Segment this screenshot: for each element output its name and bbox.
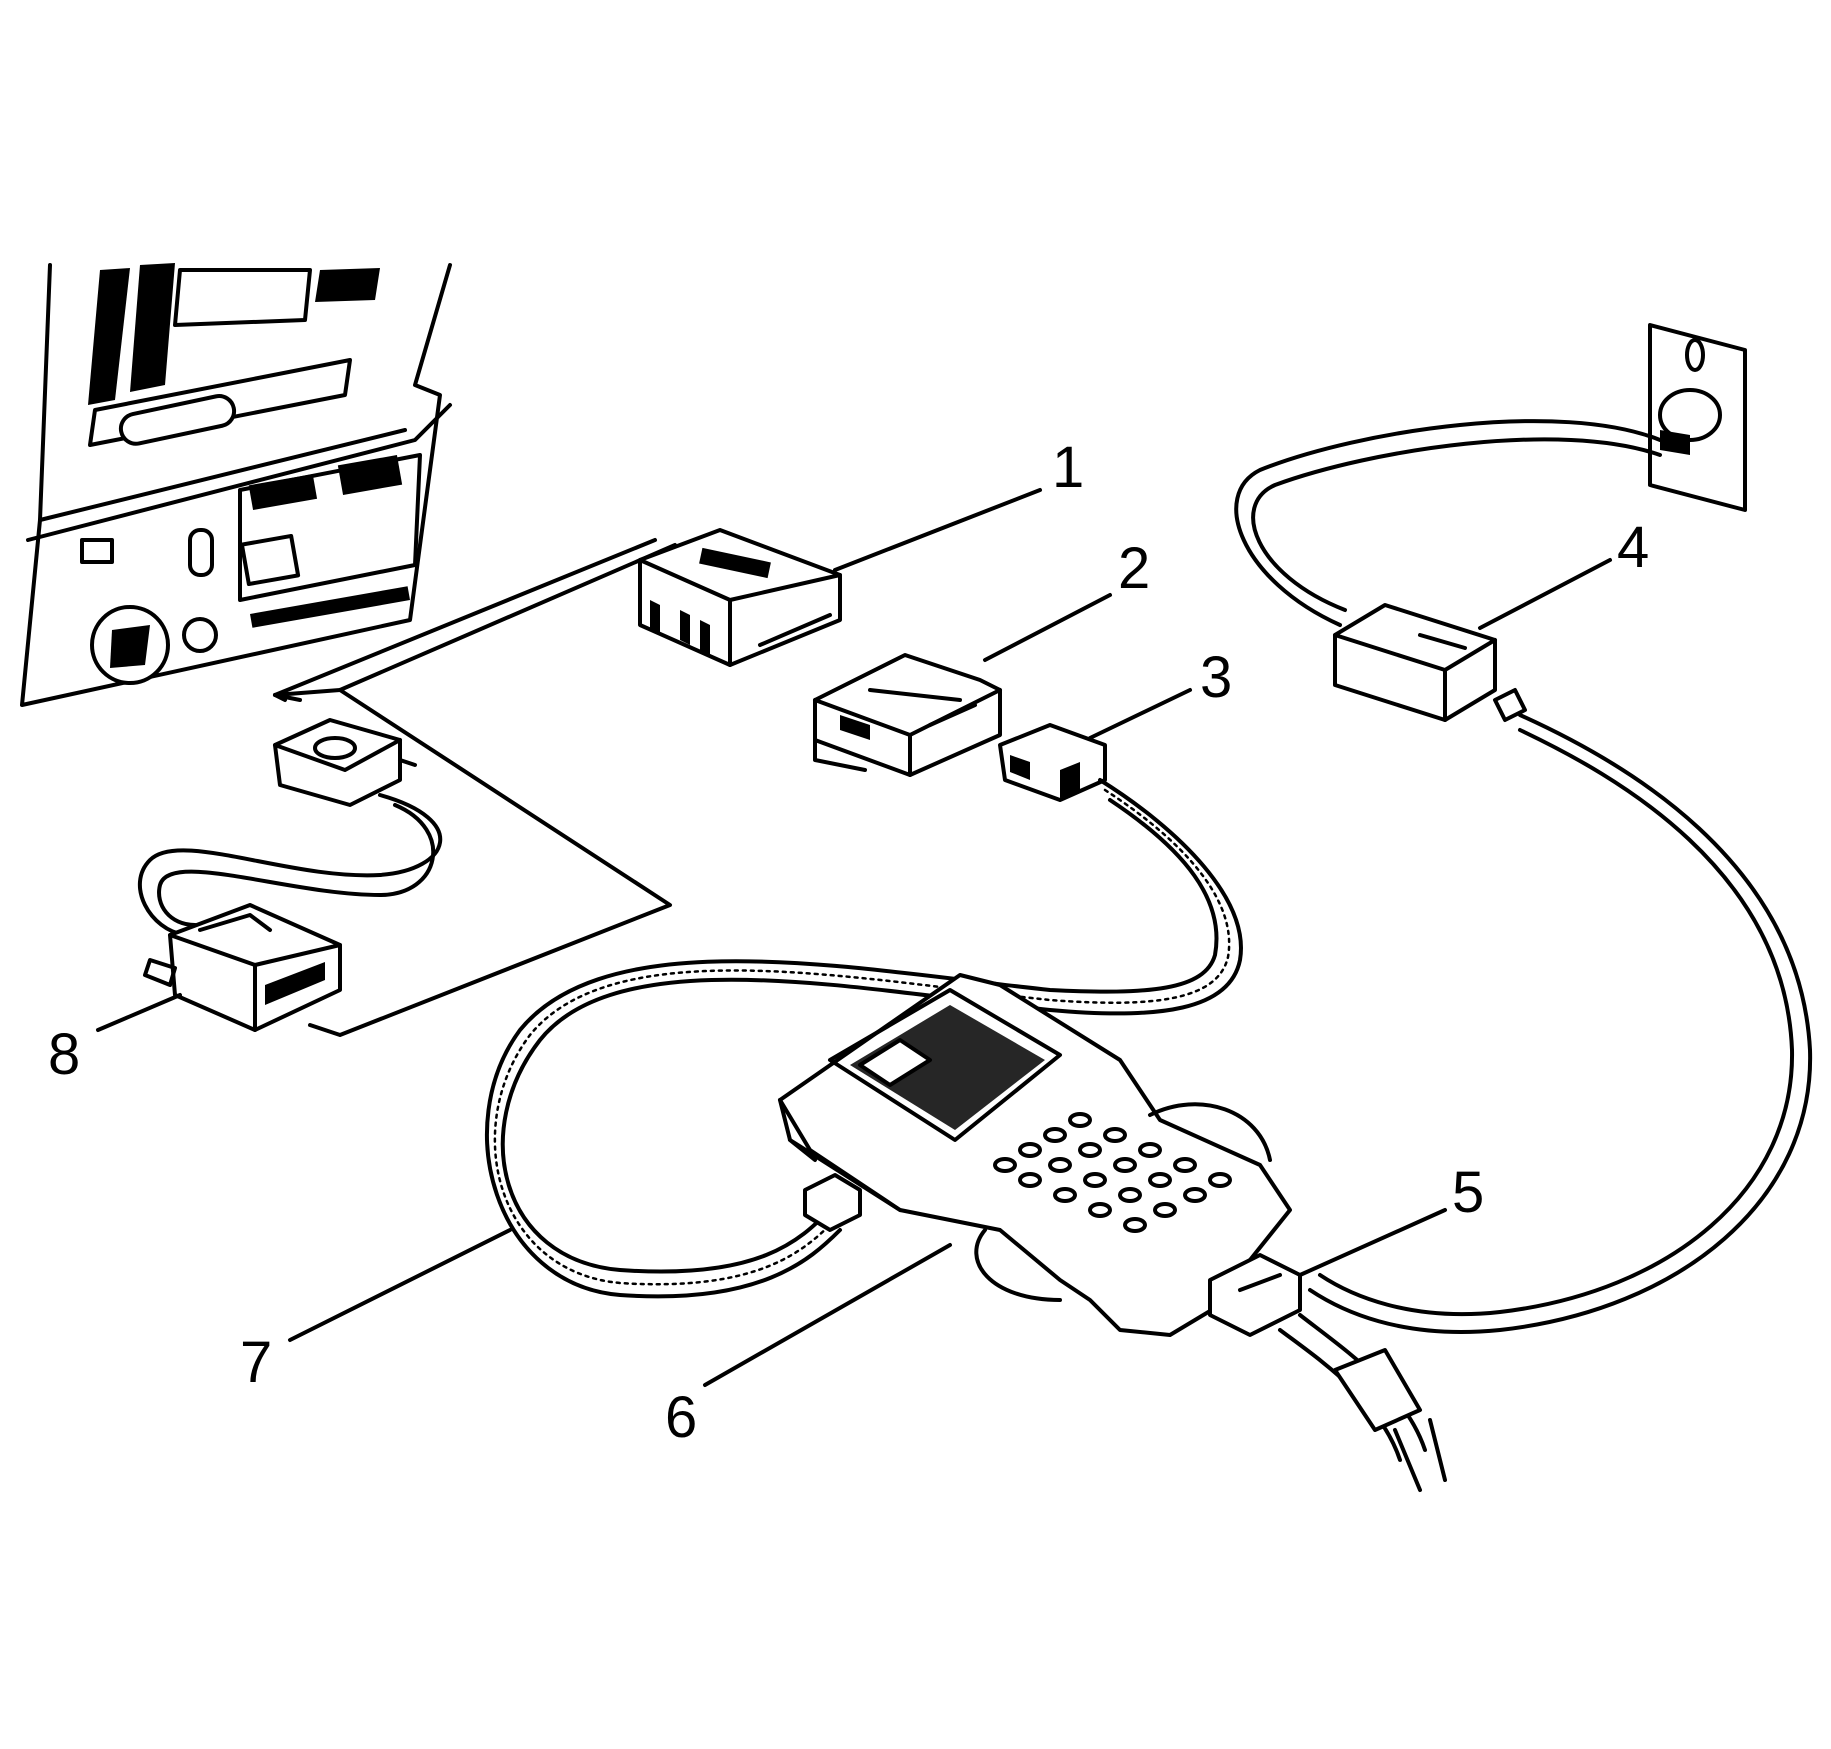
pc-port-oval xyxy=(188,528,214,577)
callout-6: 6 xyxy=(665,1385,697,1450)
item-4-power-supply xyxy=(1234,419,1813,1334)
leader-lines xyxy=(96,488,1612,1387)
scan-tool-screen xyxy=(828,988,1062,1142)
callout-2: 2 xyxy=(1118,536,1150,601)
item-1-adapter-block xyxy=(638,528,842,667)
item-6-scan-tool xyxy=(778,973,1447,1492)
leader-4 xyxy=(1478,558,1612,630)
pc-drive-slot xyxy=(118,394,237,446)
item-8-serial-connector-cable xyxy=(138,718,443,1032)
pc-vent-grille xyxy=(88,263,380,405)
callout-8: 8 xyxy=(48,1022,80,1087)
leader-6 xyxy=(703,1243,952,1387)
pc-rear-panel xyxy=(20,263,452,707)
pc-round-port xyxy=(182,617,218,653)
item-3-cable-connector xyxy=(998,723,1107,802)
leader-1 xyxy=(833,488,1042,572)
item-7-flat-cable xyxy=(485,778,1243,1299)
pc-to-adapter-cable xyxy=(273,538,677,1037)
callout-5: 5 xyxy=(1452,1160,1484,1225)
pc-latch xyxy=(80,538,114,564)
leader-2 xyxy=(983,593,1112,662)
callout-7: 7 xyxy=(240,1330,272,1395)
scan-tool-side-port xyxy=(803,1173,862,1232)
callout-1: 1 xyxy=(1052,435,1084,500)
callout-3: 3 xyxy=(1200,645,1232,710)
wall-outlet xyxy=(1648,323,1747,512)
callout-labels: 1 2 3 4 5 6 7 8 xyxy=(48,435,1649,1450)
callout-4: 4 xyxy=(1617,515,1649,580)
item-2-db-adapter xyxy=(813,653,1002,777)
scan-tool-keypad xyxy=(993,1112,1232,1233)
leader-3 xyxy=(1088,688,1192,740)
leader-5 xyxy=(1298,1208,1447,1277)
leader-7 xyxy=(288,1228,512,1342)
leader-8 xyxy=(96,993,182,1032)
